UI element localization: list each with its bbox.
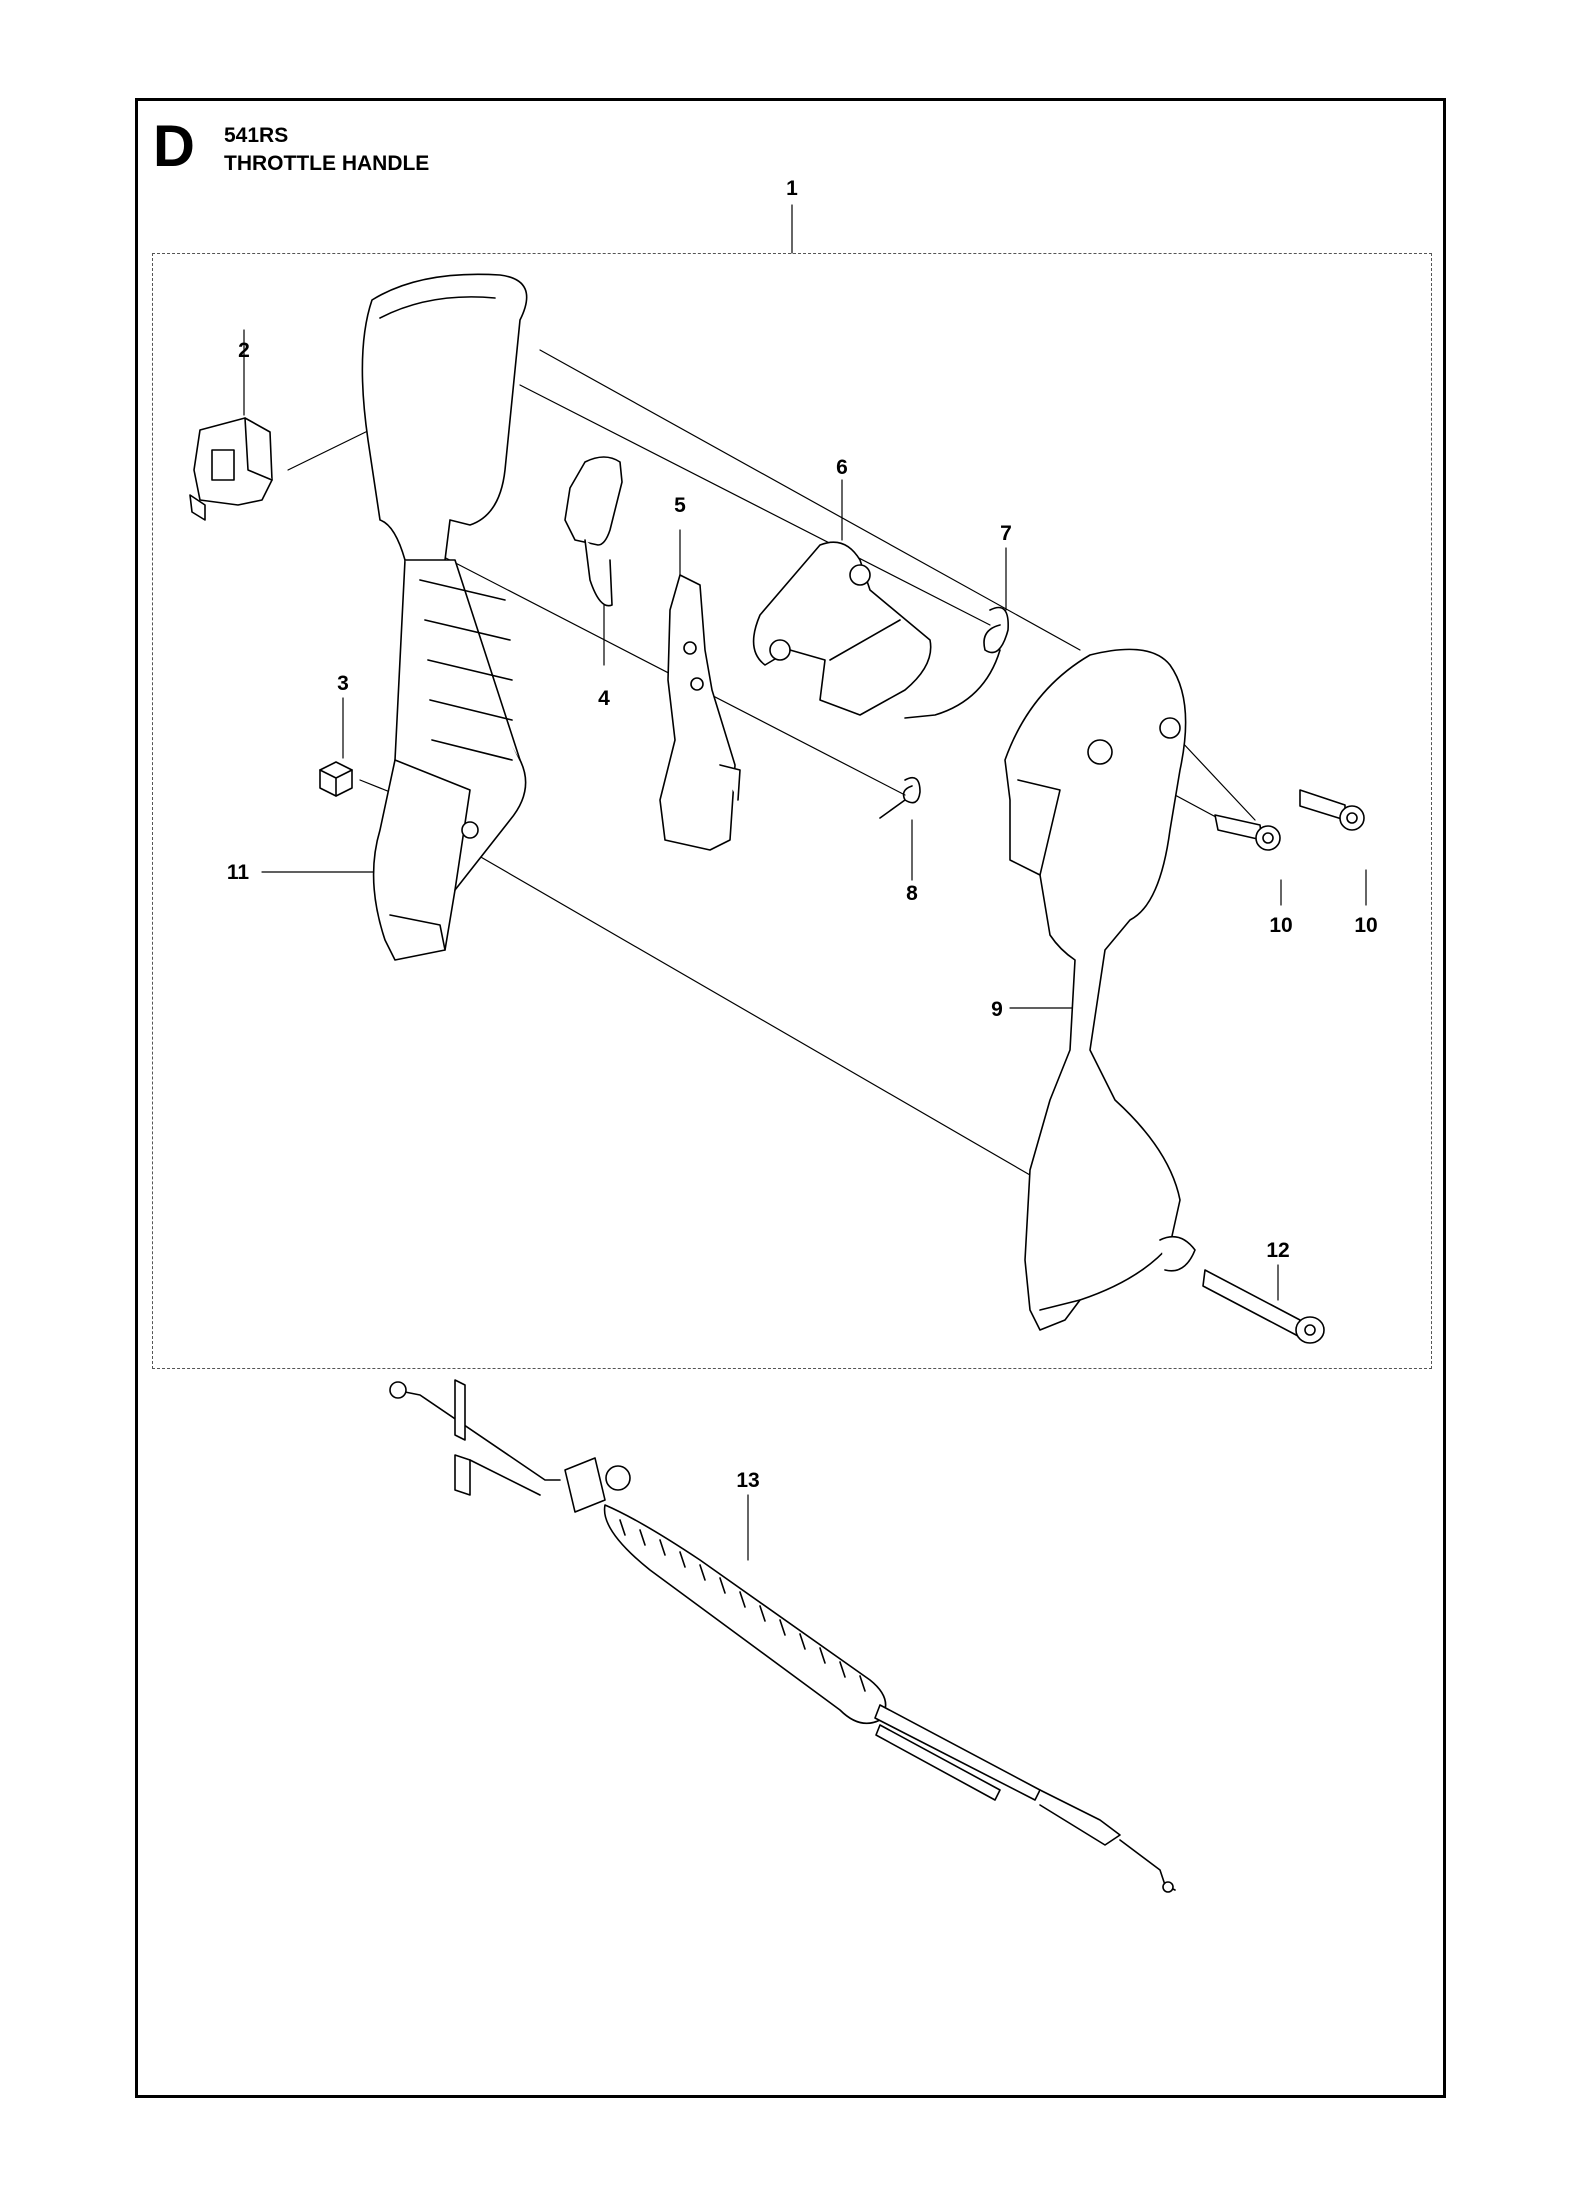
model-number: 541RS [224, 124, 289, 147]
callout-6: 6 [836, 456, 848, 479]
spring-part-8 [879, 776, 921, 819]
align-line [1179, 739, 1256, 821]
screw-part-12 [1202, 1269, 1325, 1344]
diagram-title: THROTTLE HANDLE [224, 152, 430, 175]
section-letter: D [153, 114, 195, 179]
callout-13: 13 [736, 1469, 760, 1492]
callout-7: 7 [1000, 522, 1012, 545]
lever-part-4 [564, 456, 623, 607]
callout-10-left: 10 [1269, 914, 1293, 937]
callout-8: 8 [906, 882, 918, 905]
handle-shell-part-9 [1004, 648, 1196, 1331]
align-line [539, 349, 1081, 651]
callout-1: 1 [786, 177, 798, 200]
screws-part-10 [1214, 789, 1365, 851]
callout-4: 4 [598, 687, 610, 710]
callout-11: 11 [226, 861, 250, 884]
callout-10-right: 10 [1354, 914, 1378, 937]
callout-9: 9 [991, 998, 1003, 1021]
callout-2: 2 [238, 339, 250, 362]
throttle-cable-part-13 [389, 1379, 1176, 1893]
align-line [459, 844, 1031, 1176]
callout-12: 12 [1266, 1239, 1290, 1262]
spring-part-7 [904, 606, 1009, 719]
switch-part-2 [189, 417, 273, 521]
callout-3: 3 [337, 672, 349, 695]
trigger-part-5 [659, 574, 741, 851]
page-frame [135, 98, 1446, 2098]
throttle-lock-part-6 [752, 541, 932, 716]
callout-5: 5 [674, 494, 686, 517]
align-line [519, 384, 991, 626]
leader-2b [287, 424, 381, 471]
handle-half-part-11 [361, 273, 528, 961]
nut-part-3 [319, 761, 353, 797]
